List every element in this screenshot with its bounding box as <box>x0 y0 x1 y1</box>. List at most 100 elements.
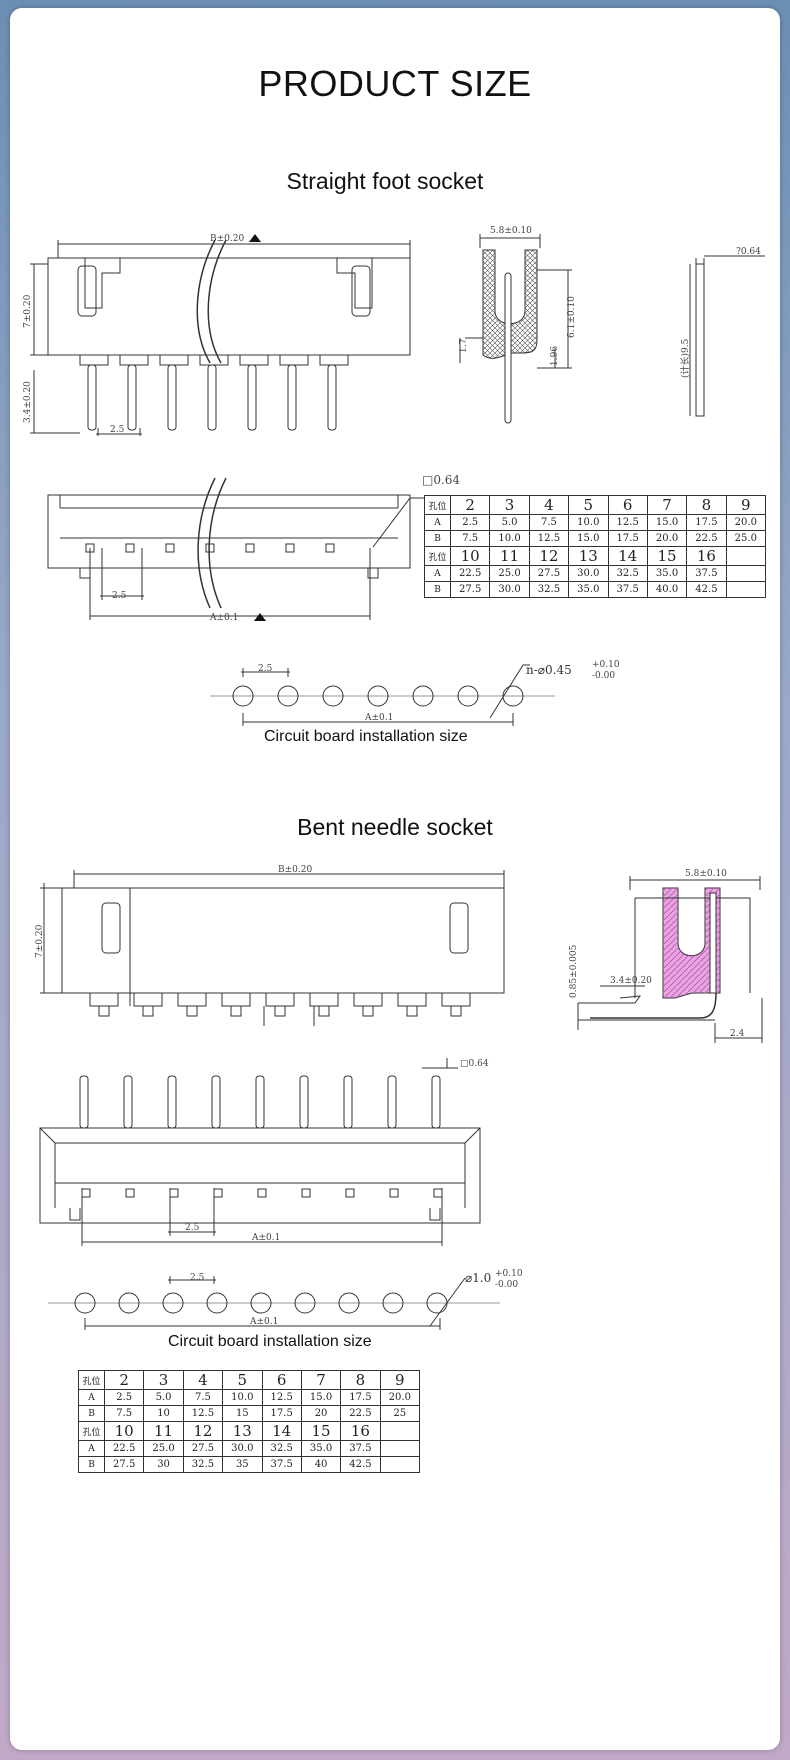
table-cell: 12.5 <box>528 530 570 547</box>
board-hole <box>322 685 344 707</box>
table-cell: 35.0 <box>646 565 688 582</box>
pin-square <box>205 543 215 553</box>
table-cell: 5 <box>222 1370 263 1390</box>
table-cell: 20.0 <box>379 1389 421 1406</box>
table-cell: 40.0 <box>646 581 688 598</box>
pin-tip <box>230 1005 242 1017</box>
straight-hole-dim: n-⌀0.45 <box>526 663 572 677</box>
table-cell: 27.5 <box>103 1456 145 1473</box>
table-cell: A <box>78 1440 105 1457</box>
table-cell <box>725 565 767 582</box>
pin-square <box>213 1188 223 1198</box>
bent-hole-dim: ⌀1.0 <box>465 1271 491 1285</box>
pin-tip <box>186 1005 198 1017</box>
bent-side-h: 3.4±0.20 <box>610 976 652 986</box>
pin-tip <box>406 1005 418 1017</box>
table-cell: 10.0 <box>568 514 609 531</box>
pin-square <box>301 1188 311 1198</box>
straight-side-h3: 6.1±0.10 <box>567 296 577 338</box>
table-cell: 5.0 <box>143 1389 184 1406</box>
pin <box>87 364 97 431</box>
straight-caption: Circuit board installation size <box>264 728 468 745</box>
board-hole <box>382 1292 404 1314</box>
pin-base <box>353 992 383 1007</box>
pin-square <box>125 1188 135 1198</box>
pin <box>431 1075 441 1129</box>
table-cell: 42.5 <box>686 581 727 598</box>
pin-square <box>85 543 95 553</box>
table-cell: B <box>424 530 451 547</box>
pin-base <box>133 992 163 1007</box>
page-title: PRODUCT SIZE <box>258 63 532 104</box>
table-cell: 17.5 <box>261 1405 302 1422</box>
table-cell: 30.0 <box>568 565 609 582</box>
table-cell: 16 <box>340 1421 381 1441</box>
bent-front-view <box>40 870 505 1026</box>
table-cell: 42.5 <box>340 1456 381 1473</box>
board-hole <box>118 1292 140 1314</box>
pin-tip <box>98 1005 110 1017</box>
bent-top-view <box>39 1058 481 1246</box>
table-cell: 6 <box>607 495 648 515</box>
table-cell: 13 <box>222 1421 263 1441</box>
table-cell: 35.0 <box>300 1440 342 1457</box>
bent-section-title: Bent needle socket <box>297 814 493 840</box>
pin-tip <box>450 1005 462 1017</box>
table-cell: 17.5 <box>686 514 727 531</box>
table-cell: 孔位 <box>424 495 451 515</box>
bent-hole-pitch: 2.5 <box>190 1273 205 1283</box>
table-cell: 7.5 <box>182 1389 224 1406</box>
pin-tip <box>362 1005 374 1017</box>
board-hole <box>367 685 389 707</box>
pin-square <box>245 543 255 553</box>
pin-square <box>325 543 335 553</box>
table-cell: 25.0 <box>489 565 530 582</box>
pin-base <box>319 354 349 366</box>
bent-height-dim: 7±0.20 <box>35 924 45 958</box>
board-hole <box>232 685 254 707</box>
board-hole <box>277 685 299 707</box>
table-cell: 35 <box>222 1456 263 1473</box>
table-cell: 2.5 <box>449 514 491 531</box>
table-cell: 3 <box>489 495 530 515</box>
straight-pin-len: (计长)9.5 <box>679 338 691 378</box>
table-cell: 16 <box>686 546 727 566</box>
board-hole <box>502 685 524 707</box>
table-cell: 5 <box>568 495 609 515</box>
table-cell: 17.5 <box>607 530 648 547</box>
table-cell: 22.5 <box>449 565 491 582</box>
pin <box>247 364 257 431</box>
table-cell: 3 <box>143 1370 184 1390</box>
table-cell: 孔位 <box>424 546 451 566</box>
table-cell: 30 <box>143 1456 184 1473</box>
pin <box>207 364 217 431</box>
table-cell: 15.0 <box>568 530 609 547</box>
pin <box>287 364 297 431</box>
table-cell: B <box>78 1405 105 1422</box>
table-cell: 11 <box>489 546 530 566</box>
straight-b-dim: B±0.20 <box>210 234 244 244</box>
straight-a-dim: A±0.1 <box>209 613 238 623</box>
table-cell: 37.5 <box>607 581 648 598</box>
table-cell: 32.5 <box>182 1456 224 1473</box>
straight-top-view <box>47 477 425 620</box>
straight-hole-pitch: 2.5 <box>258 664 273 674</box>
straight-top-pitch: 2.5 <box>112 591 127 601</box>
board-hole <box>412 685 434 707</box>
pin <box>123 1075 133 1129</box>
pin-base <box>441 992 471 1007</box>
straight-hole-tol-up: +0.10 <box>592 660 620 670</box>
table-cell: A <box>424 514 451 531</box>
table-cell: 10 <box>103 1421 145 1441</box>
table-cell: 4 <box>182 1370 224 1390</box>
straight-pin-height-dim: 3.4±0.20 <box>23 381 33 423</box>
table-cell: 35.0 <box>568 581 609 598</box>
straight-side-width: 5.8±0.10 <box>490 226 532 236</box>
